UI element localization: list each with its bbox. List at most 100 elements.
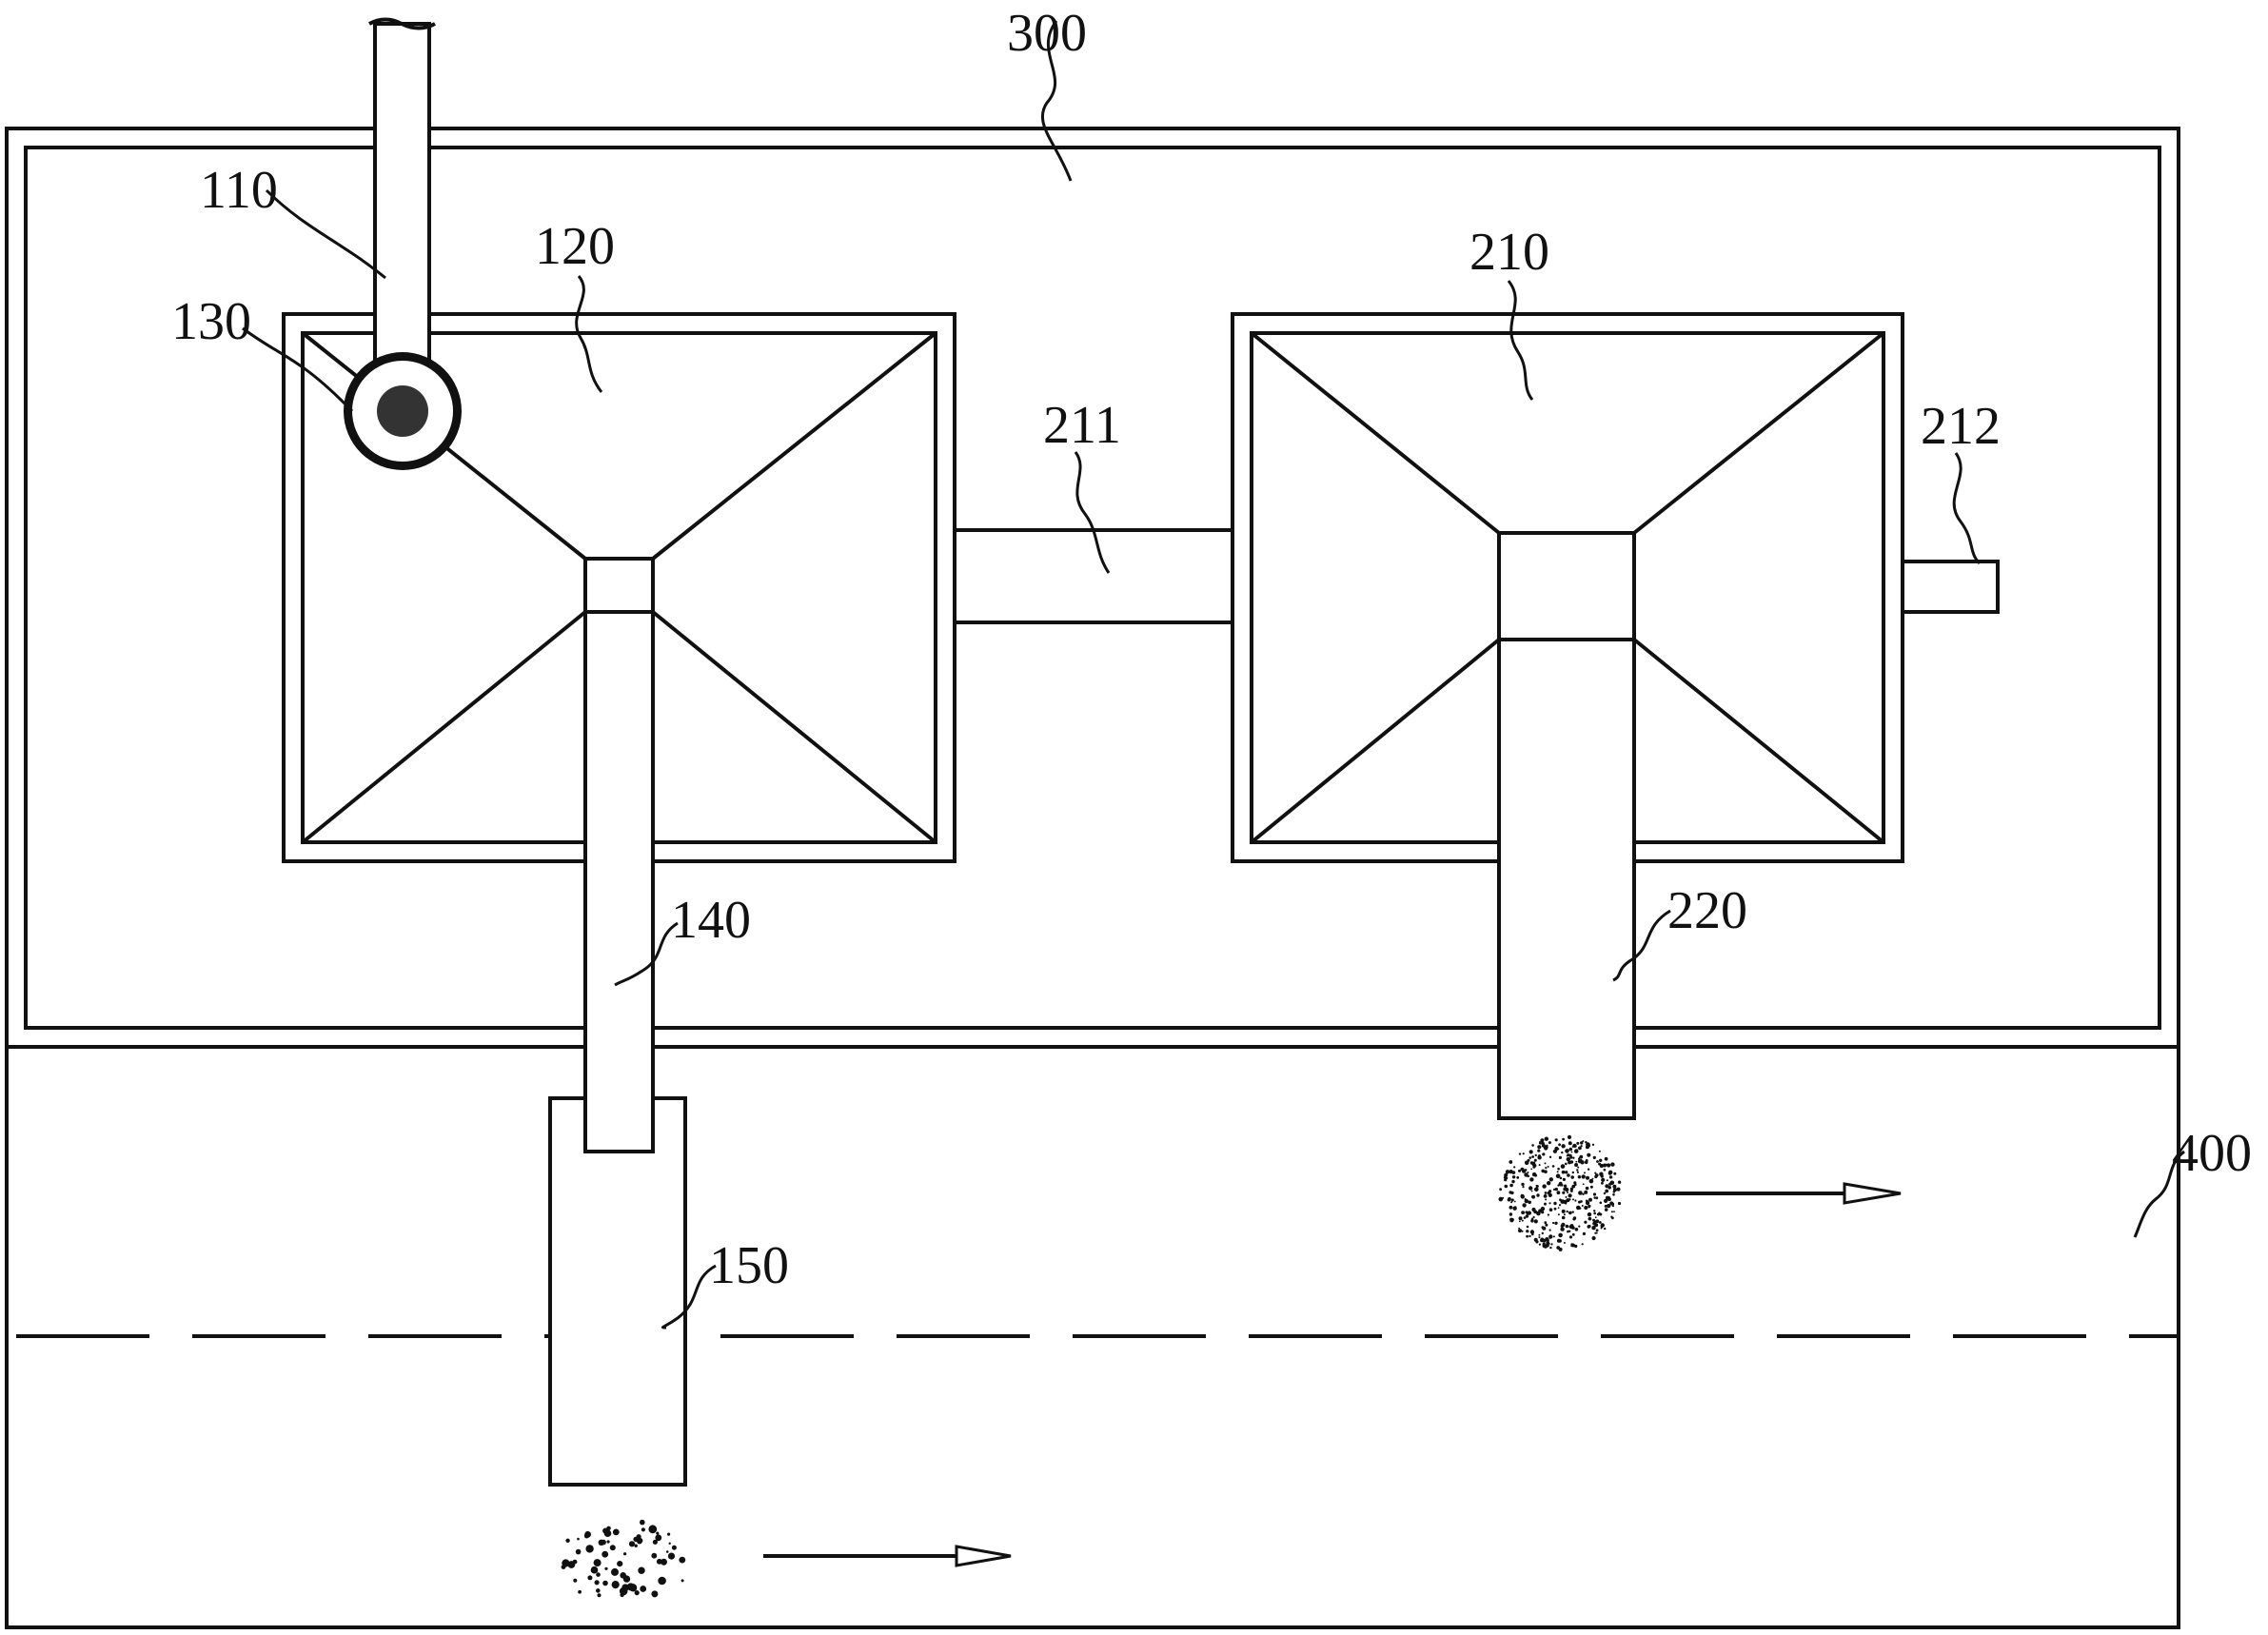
particle	[1509, 1205, 1513, 1210]
particle	[1576, 1141, 1580, 1145]
particle	[1548, 1208, 1553, 1211]
particle	[1526, 1230, 1529, 1233]
particle	[1604, 1156, 1608, 1161]
particle	[1531, 1232, 1534, 1236]
particle	[572, 1559, 578, 1565]
particle	[1594, 1216, 1597, 1219]
particle	[1522, 1152, 1525, 1155]
particle	[1581, 1243, 1584, 1246]
particle	[1592, 1218, 1596, 1222]
particle	[1535, 1185, 1539, 1188]
particle	[1598, 1221, 1602, 1224]
label-220: 220	[1667, 881, 1747, 940]
particle	[1523, 1216, 1527, 1219]
particle	[1595, 1173, 1599, 1177]
particle	[1522, 1203, 1527, 1208]
particle	[1579, 1207, 1582, 1210]
particle	[1574, 1163, 1579, 1167]
label-150: 150	[709, 1236, 789, 1295]
particle	[1574, 1183, 1577, 1186]
particle	[1553, 1201, 1557, 1206]
particle	[1587, 1152, 1591, 1157]
particle	[1604, 1198, 1608, 1203]
particle	[1567, 1134, 1572, 1139]
label-120: 120	[535, 217, 615, 276]
particle	[640, 1586, 647, 1592]
particle	[1509, 1218, 1514, 1223]
particle	[584, 1530, 591, 1538]
particle	[1531, 1144, 1534, 1147]
particle	[638, 1566, 645, 1574]
particle	[1560, 1164, 1566, 1169]
particle	[1567, 1192, 1568, 1193]
particle	[1580, 1141, 1584, 1145]
particle	[1518, 1227, 1520, 1230]
particle	[1559, 1198, 1562, 1201]
particle	[1530, 1190, 1533, 1192]
particle	[1561, 1151, 1564, 1154]
particle	[656, 1531, 660, 1535]
particle	[593, 1559, 602, 1567]
particle	[1568, 1225, 1572, 1229]
particle	[1561, 1215, 1566, 1220]
particle	[1585, 1186, 1589, 1191]
particle	[1600, 1223, 1606, 1228]
particle	[1530, 1217, 1534, 1220]
particle	[1587, 1168, 1590, 1171]
particle	[1544, 1162, 1547, 1165]
particle	[1609, 1180, 1615, 1186]
particle	[1549, 1246, 1552, 1250]
particle	[1591, 1226, 1596, 1231]
particle	[1557, 1184, 1560, 1187]
particle	[1574, 1228, 1579, 1231]
leader-140	[614, 921, 679, 987]
particle	[1534, 1187, 1539, 1192]
bin-150	[548, 1096, 687, 1487]
particle	[668, 1542, 671, 1546]
particle	[1558, 1155, 1562, 1159]
particle	[596, 1572, 601, 1577]
particle	[1562, 1191, 1566, 1194]
particle	[1521, 1211, 1525, 1214]
particle	[1584, 1190, 1588, 1194]
particle	[1595, 1231, 1598, 1234]
particle	[1576, 1169, 1579, 1172]
particle	[1552, 1221, 1555, 1225]
chute-220	[1497, 638, 1636, 1120]
particle	[1528, 1150, 1533, 1154]
particle	[1572, 1156, 1575, 1159]
leader-300	[1040, 20, 1073, 182]
particle	[1546, 1144, 1548, 1148]
particle	[1551, 1165, 1555, 1168]
particle	[1556, 1238, 1561, 1243]
particle	[1558, 1247, 1563, 1251]
particle	[623, 1552, 627, 1556]
leader-150	[661, 1264, 717, 1330]
particle	[609, 1545, 616, 1551]
particle	[1584, 1220, 1588, 1224]
particle	[1575, 1160, 1578, 1163]
particle	[1543, 1194, 1548, 1198]
particle	[602, 1550, 609, 1558]
particle	[1548, 1229, 1551, 1231]
particle	[1533, 1219, 1538, 1224]
particle	[604, 1566, 608, 1570]
particle	[1564, 1186, 1567, 1188]
label-130: 130	[171, 292, 251, 351]
particle	[1521, 1168, 1525, 1172]
particle	[1565, 1195, 1568, 1198]
particle	[1537, 1149, 1541, 1152]
outlet-212	[1901, 560, 2000, 614]
particle	[655, 1534, 662, 1542]
particle	[594, 1580, 600, 1586]
particle	[1510, 1201, 1513, 1204]
particle	[1548, 1155, 1552, 1159]
particle	[1509, 1191, 1512, 1194]
particle	[1568, 1211, 1572, 1215]
particle	[1566, 1210, 1568, 1213]
particle	[1520, 1194, 1526, 1199]
particle	[1504, 1172, 1509, 1177]
particle	[1538, 1236, 1541, 1239]
particle	[1591, 1177, 1594, 1180]
particle	[665, 1550, 669, 1553]
